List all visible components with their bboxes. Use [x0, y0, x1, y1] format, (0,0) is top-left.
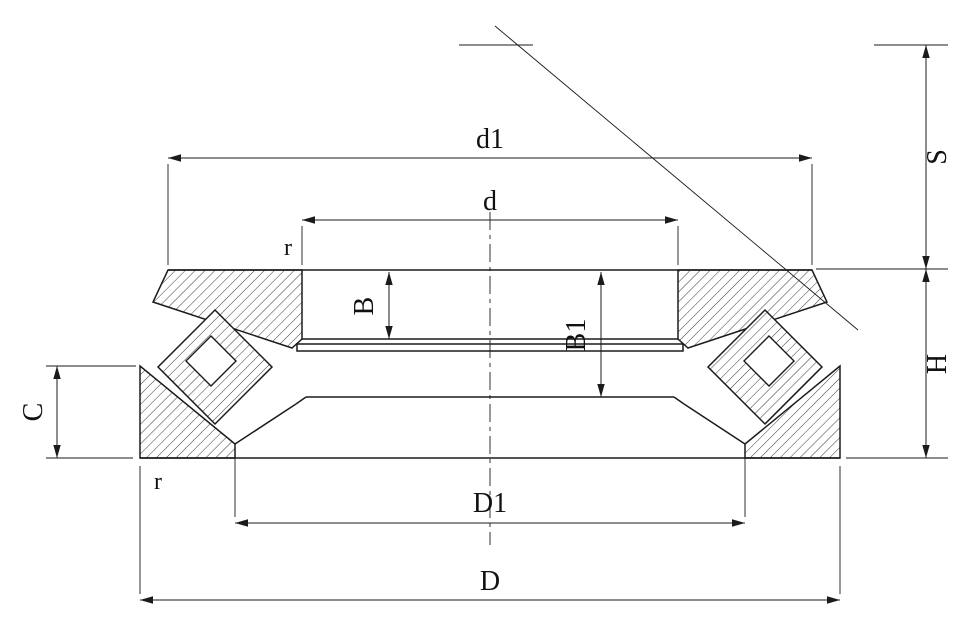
dim-D-label: D	[480, 566, 500, 597]
dim-d-label: d	[483, 186, 497, 217]
shaft-washer	[151, 269, 829, 352]
construction-lines	[459, 25, 859, 545]
housing-seat-left-edge	[234, 403, 297, 445]
housing-boss-left-chamfer	[295, 396, 307, 405]
sphere-radius-line	[494, 25, 859, 331]
dim-s-label: S	[922, 149, 953, 165]
dim-h-label: H	[922, 354, 953, 374]
housing-washer	[139, 364, 841, 459]
dim-b-label: B	[349, 297, 380, 316]
dim-c-label: C	[18, 403, 49, 422]
dim-D1-label: D1	[473, 488, 507, 519]
housing-boss-right-chamfer	[673, 396, 685, 405]
roller-right-cage-pocket	[743, 335, 795, 387]
dim-d1-label: d1	[476, 124, 504, 155]
rollers	[156, 308, 824, 426]
fillet-r-upper-label: r	[284, 235, 292, 261]
dim-b1-label: B1	[561, 319, 592, 352]
housing-seat-right-edge	[683, 403, 746, 445]
fillet-r-lower-label: r	[154, 469, 162, 495]
dimensions: d1 d S H C B B1 D1 D	[18, 44, 953, 604]
roller-left-cage-pocket	[185, 335, 237, 387]
